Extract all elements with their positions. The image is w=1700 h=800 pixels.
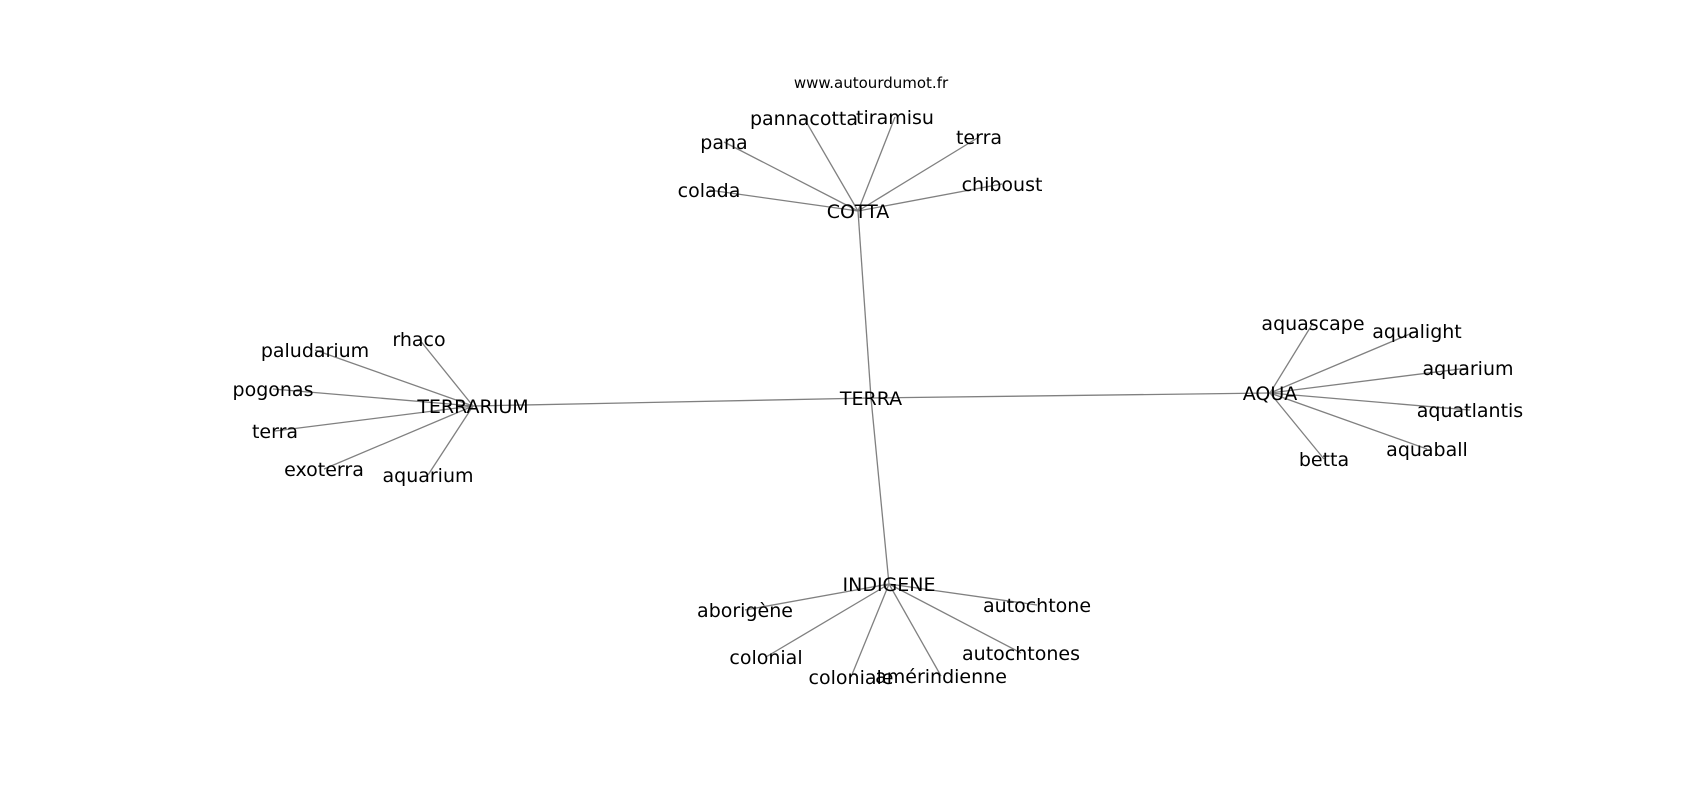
node-cotta-terra: terra: [956, 127, 1002, 149]
node-aqua-aquarium: aquarium: [1422, 358, 1513, 380]
edge-terrarium-exoterra: [323, 405, 474, 470]
edge-terra-terrarium: [472, 397, 872, 407]
edge-indigene-aborigene: [744, 583, 890, 611]
edge-indigene-colonial: [765, 583, 890, 658]
node-cotta-chiboust: chiboust: [962, 174, 1043, 196]
node-cotta: COTTA: [827, 201, 890, 223]
node-indigene-coloniale: coloniale: [809, 667, 894, 689]
node-terrarium-aquarium: aquarium: [382, 465, 473, 487]
edge-terra-indigene: [870, 397, 890, 585]
graph-edges: [272, 116, 1471, 678]
node-cotta-pannacotta: pannacotta: [750, 108, 858, 130]
edge-indigene-autochtones: [888, 583, 1022, 654]
edge-indigene-coloniale: [850, 583, 890, 678]
node-indigene-colonial: colonial: [729, 647, 802, 669]
edge-aqua-betta: [1269, 392, 1325, 460]
node-terrarium-paludarium: paludarium: [261, 340, 369, 362]
node-cotta-colada: colada: [678, 180, 741, 202]
edge-aqua-aqualight: [1269, 330, 1418, 394]
edge-aqua-aquatlantis: [1269, 392, 1471, 411]
edge-cotta-chiboust: [857, 183, 1003, 212]
node-cotta-pana: pana: [700, 132, 747, 154]
edge-indigene-autochtone: [888, 583, 1038, 606]
node-terrarium-terra: terra: [252, 421, 298, 443]
edge-terrarium-rhaco: [418, 338, 474, 407]
node-aqua-betta: betta: [1299, 449, 1349, 471]
edge-cotta-pannacotta: [803, 117, 859, 212]
node-terrarium-rhaco: rhaco: [392, 329, 445, 351]
edge-aqua-aquaball: [1269, 392, 1428, 450]
node-cotta-tiramisu: tiramisu: [856, 107, 934, 129]
edge-aqua-aquarium: [1269, 367, 1469, 394]
edge-terrarium-terra: [274, 405, 474, 432]
node-indigene: INDIGENE: [843, 574, 936, 596]
node-aqua: AQUA: [1243, 383, 1298, 405]
edge-cotta-colada: [708, 189, 859, 212]
edge-terrarium-aquarium: [427, 405, 474, 476]
edge-terrarium-paludarium: [314, 349, 474, 407]
node-aqua-aqualight: aqualight: [1372, 321, 1462, 343]
node-aqua-aquascape: aquascape: [1261, 313, 1364, 335]
node-aqua-aquaball: aquaball: [1386, 439, 1468, 461]
edge-cotta-tiramisu: [857, 116, 896, 212]
node-terrarium-exoterra: exoterra: [284, 459, 364, 481]
source-watermark: www.autourdumot.fr: [794, 74, 949, 92]
node-indigene-amerindienne: amérindienne: [875, 666, 1007, 688]
edge-terra-cotta: [857, 210, 872, 399]
node-indigene-aborigene: aborigène: [697, 600, 793, 622]
edge-cotta-pana: [723, 141, 859, 212]
edge-terra-aqua: [870, 392, 1271, 399]
node-indigene-autochtones: autochtones: [962, 643, 1080, 665]
node-terrarium: TERRARIUM: [416, 396, 528, 418]
edge-indigene-amerindienne: [888, 583, 942, 677]
node-indigene-autochtone: autochtone: [983, 595, 1091, 617]
edge-terrarium-pogonas: [272, 388, 474, 407]
node-aqua-aquatlantis: aquatlantis: [1417, 400, 1523, 422]
node-terra-center: TERRA: [839, 388, 902, 410]
edge-aqua-aquascape: [1269, 322, 1314, 394]
edge-cotta-terra: [857, 136, 980, 212]
node-terrarium-pogonas: pogonas: [233, 379, 314, 401]
graph-labels: www.autourdumot.fr TERRACOTTApannacottat…: [233, 74, 1524, 689]
